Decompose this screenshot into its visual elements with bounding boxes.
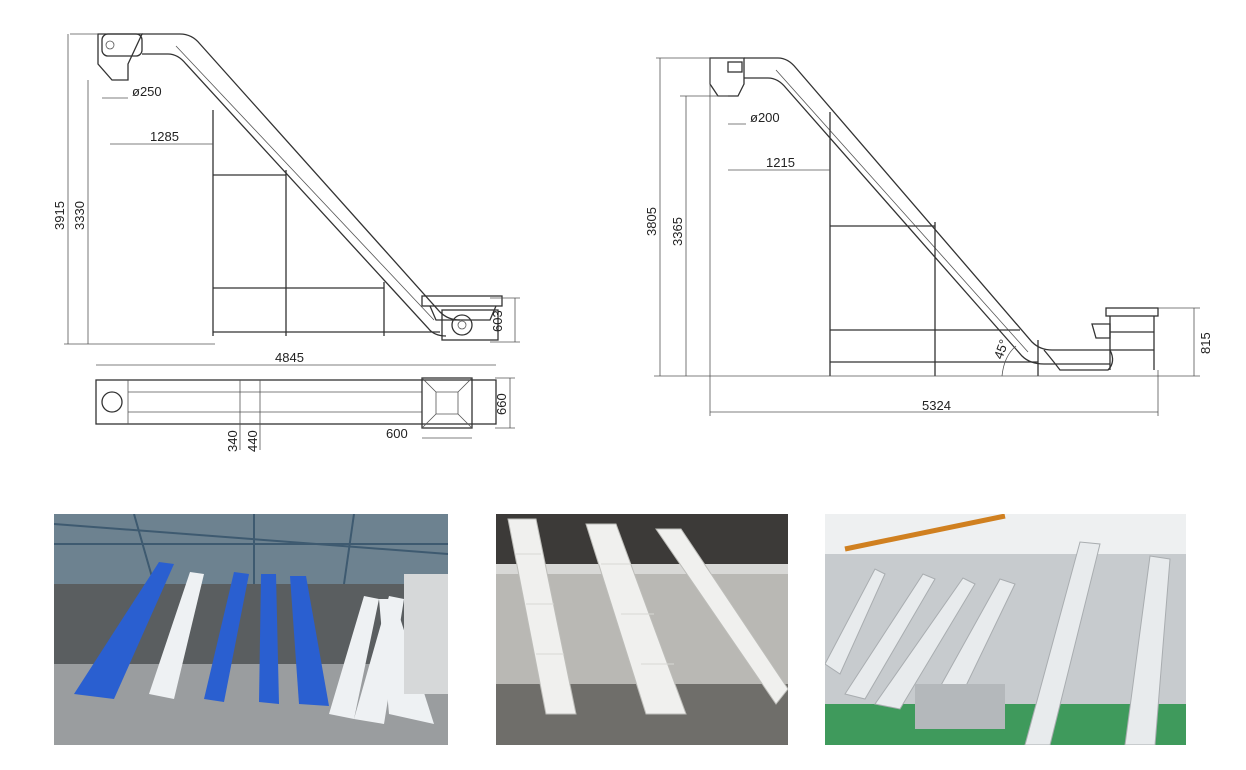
conveyor-drawing-left: 3915 3330 ø250 1285 4845 603 660 340 440… [52, 33, 520, 452]
dim-hopper-height: 815 [1198, 332, 1213, 354]
dim-diameter: ø200 [750, 110, 780, 125]
dim-offset: 1285 [150, 129, 179, 144]
dim-width: 660 [494, 393, 509, 415]
dim-offset: 1215 [766, 155, 795, 170]
conveyor-drawing-right: 3805 3365 ø200 1215 45° 5324 815 [644, 57, 1213, 416]
dim-hopper-width: 600 [386, 426, 408, 441]
dim-d2: 440 [245, 430, 260, 452]
photo-warehouse-conveyors [54, 514, 448, 745]
photo-white-conveyors [496, 514, 788, 745]
dim-height-inner: 3330 [72, 201, 87, 230]
dim-d1: 340 [225, 430, 240, 452]
photo-factory-conveyors [825, 514, 1186, 745]
dim-hopper-height: 603 [490, 310, 505, 332]
dim-height-total: 3805 [644, 207, 659, 236]
dim-diameter: ø250 [132, 84, 162, 99]
dim-length: 5324 [922, 398, 951, 413]
dim-angle: 45° [991, 337, 1012, 361]
dim-length: 4845 [275, 350, 304, 365]
dim-height-inner: 3365 [670, 217, 685, 246]
dim-height-total: 3915 [52, 201, 67, 230]
